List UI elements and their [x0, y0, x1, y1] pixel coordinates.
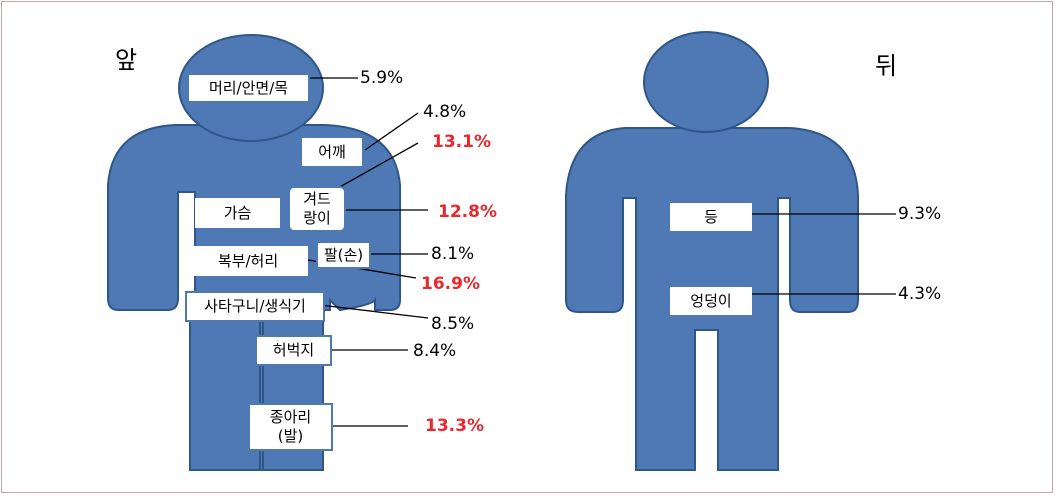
- front-title: 앞: [115, 46, 138, 74]
- label-abdomen: 복부/허리: [188, 246, 308, 276]
- label-head: 머리/안면/목: [187, 73, 310, 103]
- back-title: 뒤: [875, 52, 898, 80]
- label-arm: 팔(손): [316, 241, 371, 269]
- value-armpit: 12.8%: [438, 202, 497, 222]
- label-calf: 종아리 (발): [248, 403, 333, 451]
- label-thigh: 허벅지: [255, 335, 332, 366]
- label-armpit: 겨드 랑이: [288, 186, 346, 232]
- value-buttocks: 4.3%: [898, 284, 942, 304]
- label-back: 등: [670, 203, 752, 231]
- label-groin: 사타구니/생식기: [185, 291, 325, 322]
- value-abdomen: 16.9%: [421, 274, 480, 294]
- value-thigh: 8.4%: [413, 341, 457, 361]
- label-shoulder: 어깨: [300, 136, 364, 168]
- value-calf: 13.3%: [425, 416, 484, 436]
- value-groin: 8.5%: [431, 314, 475, 334]
- value-shoulder: 4.8%: [423, 102, 467, 122]
- value-chest: 13.1%: [432, 132, 491, 152]
- back-head: [643, 31, 769, 133]
- value-back: 9.3%: [898, 204, 942, 224]
- label-buttocks: 엉덩이: [670, 287, 752, 315]
- value-arm: 8.1%: [431, 244, 475, 264]
- label-chest: 가슴: [195, 198, 280, 228]
- back-figure: [565, 31, 859, 471]
- value-head: 5.9%: [360, 68, 404, 88]
